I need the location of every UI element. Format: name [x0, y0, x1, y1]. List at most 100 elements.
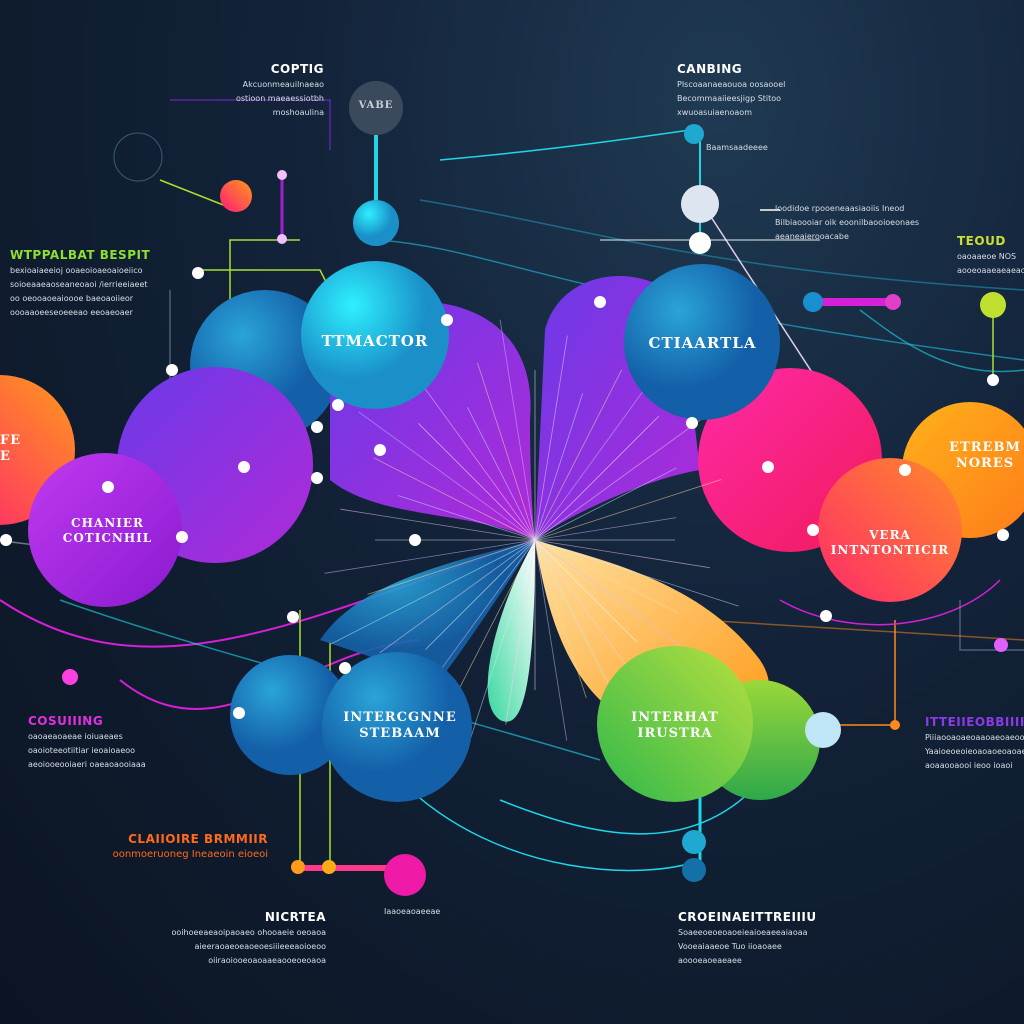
block-line: aooeoaaeaeaeaoioe: [957, 266, 1024, 275]
junction-dot: [0, 534, 12, 546]
fan-ray: [534, 539, 643, 688]
node-lightblue[interactable]: [805, 712, 841, 748]
bubble-ttmactor[interactable]: [301, 261, 449, 409]
fan-ray: [379, 539, 536, 654]
block-line: moshoaulina: [272, 108, 324, 117]
node-white-small[interactable]: [689, 232, 711, 254]
junction-dot: [332, 399, 344, 411]
label-line: STEBAAM: [359, 726, 441, 742]
fan-ray: [534, 539, 710, 569]
junction-dot: [807, 524, 819, 536]
fan-ray: [534, 539, 739, 607]
node-orange-bottom-2[interactable]: [322, 860, 336, 874]
junction-dot: [686, 417, 698, 429]
block-line: ostioon maeaessiotbh: [235, 94, 324, 103]
label-line: ETREBM: [949, 440, 1021, 455]
block-line: aoaaooaooi ieoo ioaoi: [925, 761, 1013, 770]
block-title: ITTEIIEOBBIIIIIIAN: [925, 715, 1024, 729]
junction-dot: [374, 444, 386, 456]
fan-ray: [505, 539, 536, 725]
ring-icon: [113, 132, 163, 182]
block-line: aeaneaierooacabe: [775, 232, 849, 241]
fan-ray: [499, 319, 536, 541]
block-line: oaoioteeotiitiar ieoaioaeoo: [28, 746, 136, 755]
node-lime[interactable]: [980, 292, 1006, 318]
node-blue-top[interactable]: [684, 124, 704, 144]
fan-ray: [534, 539, 679, 614]
node-vabe[interactable]: [349, 81, 403, 135]
bubble-green-wedge: [487, 540, 535, 722]
label-line: CHANIER: [71, 516, 144, 530]
block-line: ooihoeeaeaoipaoaeo ohooaeie oeoaoa: [171, 928, 326, 937]
label-line: NORES: [955, 456, 1015, 472]
fan-ray: [534, 335, 568, 541]
junction-dot: [233, 707, 245, 719]
block-line: PIscoaanaeaouoa oosaooel: [677, 80, 786, 89]
fan-ray: [534, 415, 660, 541]
fan-ray: [534, 393, 583, 541]
node-orange-top[interactable]: [220, 180, 252, 212]
junction-dot: [311, 472, 323, 484]
label-ttmactor: TTMACTOR: [321, 332, 429, 350]
node-blue-right[interactable]: [803, 292, 823, 312]
fan-ray: [534, 479, 722, 541]
text-block-top-right-small: Baamsaadeeee: [706, 141, 768, 155]
junction-dot: [762, 461, 774, 473]
node-orange-bottom-1[interactable]: [291, 860, 305, 874]
block-line: aieeraoaeoeaoeoesiiieeeaoioeoo: [194, 942, 326, 951]
node-glow-purple-2: [277, 234, 287, 244]
block-line: Iaaoeaoaeeae: [384, 907, 441, 916]
fan-ray: [397, 495, 536, 541]
junction-dot: [311, 421, 323, 433]
block-title: COSUIIING: [28, 714, 104, 728]
bubble-intercgnne[interactable]: [322, 652, 472, 802]
block-title: CLAIIOIRE BRMMIIR: [128, 832, 268, 846]
label-line: IRUSTRA: [637, 726, 713, 742]
fan-ray: [418, 423, 536, 541]
block-line: loodidoe rpooeneaasiaoiis Ineod: [775, 204, 905, 213]
junction-dot: [409, 534, 421, 546]
bubble-interhat[interactable]: [597, 646, 753, 802]
junction-dot: [820, 610, 832, 622]
block-line: xwuoasuiaenoaom: [677, 108, 752, 117]
node-pink-bottom[interactable]: [384, 854, 426, 896]
fan-ray: [340, 508, 536, 541]
junction-dot: [339, 662, 351, 674]
node-orange-right[interactable]: [890, 720, 900, 730]
node-cyan-top[interactable]: [353, 200, 399, 246]
block-line: oaoaaeoe NOS: [957, 252, 1017, 261]
block-line: Yaaioeoeoieoaoaoeoaoaeo: [925, 747, 1024, 756]
fan-ray: [477, 362, 536, 541]
fan-ray: [534, 467, 677, 541]
node-blue-bottom-2[interactable]: [682, 858, 706, 882]
node-pink-right[interactable]: [885, 294, 901, 310]
fan-ray: [534, 539, 638, 643]
text-block-bottom-pink-small: Iaaoeaoaeeae: [384, 905, 440, 919]
fan-ray: [465, 539, 536, 754]
label-line: COTICNHIL: [62, 531, 153, 545]
block-line: oaoaeaoaeae ioiuaeaes: [28, 732, 123, 741]
block-line: aeoiooeooiaeri oaeaoaooiaaa: [28, 760, 146, 769]
node-white-top[interactable]: [681, 185, 719, 223]
fan-ray: [373, 457, 536, 541]
node-blue-bottom[interactable]: [682, 830, 706, 854]
label-ctiaartla: CTIAARTLA: [648, 334, 757, 352]
block-title: WTPPALBAT BESPIT: [10, 248, 151, 262]
junction-dot: [899, 464, 911, 476]
fan-ray: [425, 539, 536, 650]
block-line: Bilbiaoooiar oik eoonilbaooioeonaes: [775, 218, 920, 227]
block-title: TEOUD: [957, 234, 1006, 248]
fan-ray: [457, 539, 536, 693]
block-line: Becommaaiieesjigp Stitoo: [677, 94, 782, 103]
block-line: Baamsaadeeee: [706, 143, 768, 152]
bubble-ctiaartla[interactable]: [624, 264, 780, 420]
label-vabe: VABE: [358, 100, 394, 111]
